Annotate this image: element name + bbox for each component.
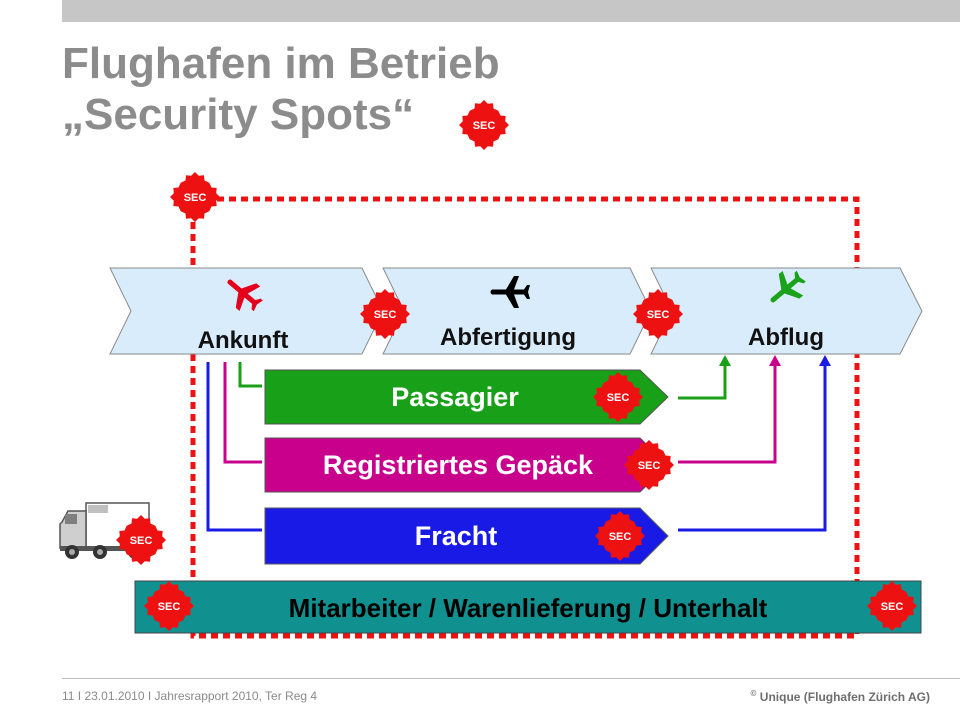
sec-badge-staff-right: SEC <box>867 581 917 631</box>
sec-badge-truck: SEC <box>116 515 166 565</box>
svg-text:SEC: SEC <box>184 192 207 204</box>
arrowhead-passagier <box>719 355 731 366</box>
svg-text:SEC: SEC <box>374 309 397 321</box>
flow-passagier <box>264 369 669 425</box>
connector-ankunft-passagier <box>238 362 262 388</box>
svg-text:SEC: SEC <box>638 460 661 472</box>
flow-label-gepaeck: Registriertes Gepäck <box>323 450 594 480</box>
sec-badge-abfertigung: SEC <box>360 289 410 339</box>
title-line-2: „Security Spots“ <box>62 90 415 139</box>
footer-company: Unique (Flughafen Zürich AG) <box>759 690 930 704</box>
sec-badge-passagier: SEC <box>593 372 643 422</box>
sec-badge-fracht: SEC <box>595 511 645 561</box>
footer-divider <box>62 678 960 679</box>
arrowhead-fracht <box>819 355 831 366</box>
copyright-symbol: © <box>750 689 757 698</box>
footer-copyright: © Unique (Flughafen Zürich AG) <box>751 689 930 704</box>
connector-ankunft-gepaeck <box>223 362 262 464</box>
svg-text:SEC: SEC <box>130 535 153 547</box>
sec-badge-title: SEC <box>459 100 509 150</box>
flow-label-passagier: Passagier <box>391 382 519 412</box>
svg-text:SEC: SEC <box>609 531 632 543</box>
page-title: Flughafen im Betrieb „Security Spots“ <box>62 38 500 140</box>
security-perimeter <box>190 196 860 639</box>
stage-label-abfertigung: Abfertigung <box>440 324 576 351</box>
flow-fracht <box>264 507 669 565</box>
sec-badge-abflug: SEC <box>633 289 683 339</box>
connector-gepaeck-abflug <box>678 364 777 464</box>
staff-bar <box>134 580 922 634</box>
sec-badge-staff-left: SEC <box>144 581 194 631</box>
connector-passagier-abflug <box>678 364 727 400</box>
connector-fracht-abflug <box>678 364 827 532</box>
footer-info: 11 I 23.01.2010 I Jahresrapport 2010, Te… <box>62 689 318 703</box>
arrowhead-gepaeck <box>769 355 781 366</box>
svg-text:SEC: SEC <box>473 120 496 132</box>
svg-text:SEC: SEC <box>881 601 904 613</box>
sec-badge-perimeter: SEC <box>170 172 220 222</box>
svg-text:SEC: SEC <box>607 392 630 404</box>
title-line-1: Flughafen im Betrieb <box>62 39 500 88</box>
staff-bar-label: Mitarbeiter / Warenlieferung / Unterhalt <box>289 593 768 623</box>
stage-label-ankunft: Ankunft <box>198 327 289 354</box>
connector-ankunft-fracht <box>206 362 262 532</box>
svg-text:SEC: SEC <box>158 601 181 613</box>
flow-label-fracht: Fracht <box>415 521 498 551</box>
sec-badge-gepaeck: SEC <box>624 440 674 490</box>
svg-text:SEC: SEC <box>647 309 670 321</box>
chevron-ankunft <box>109 267 384 355</box>
stage-label-abflug: Abflug <box>748 324 824 351</box>
top-bar <box>62 0 960 22</box>
